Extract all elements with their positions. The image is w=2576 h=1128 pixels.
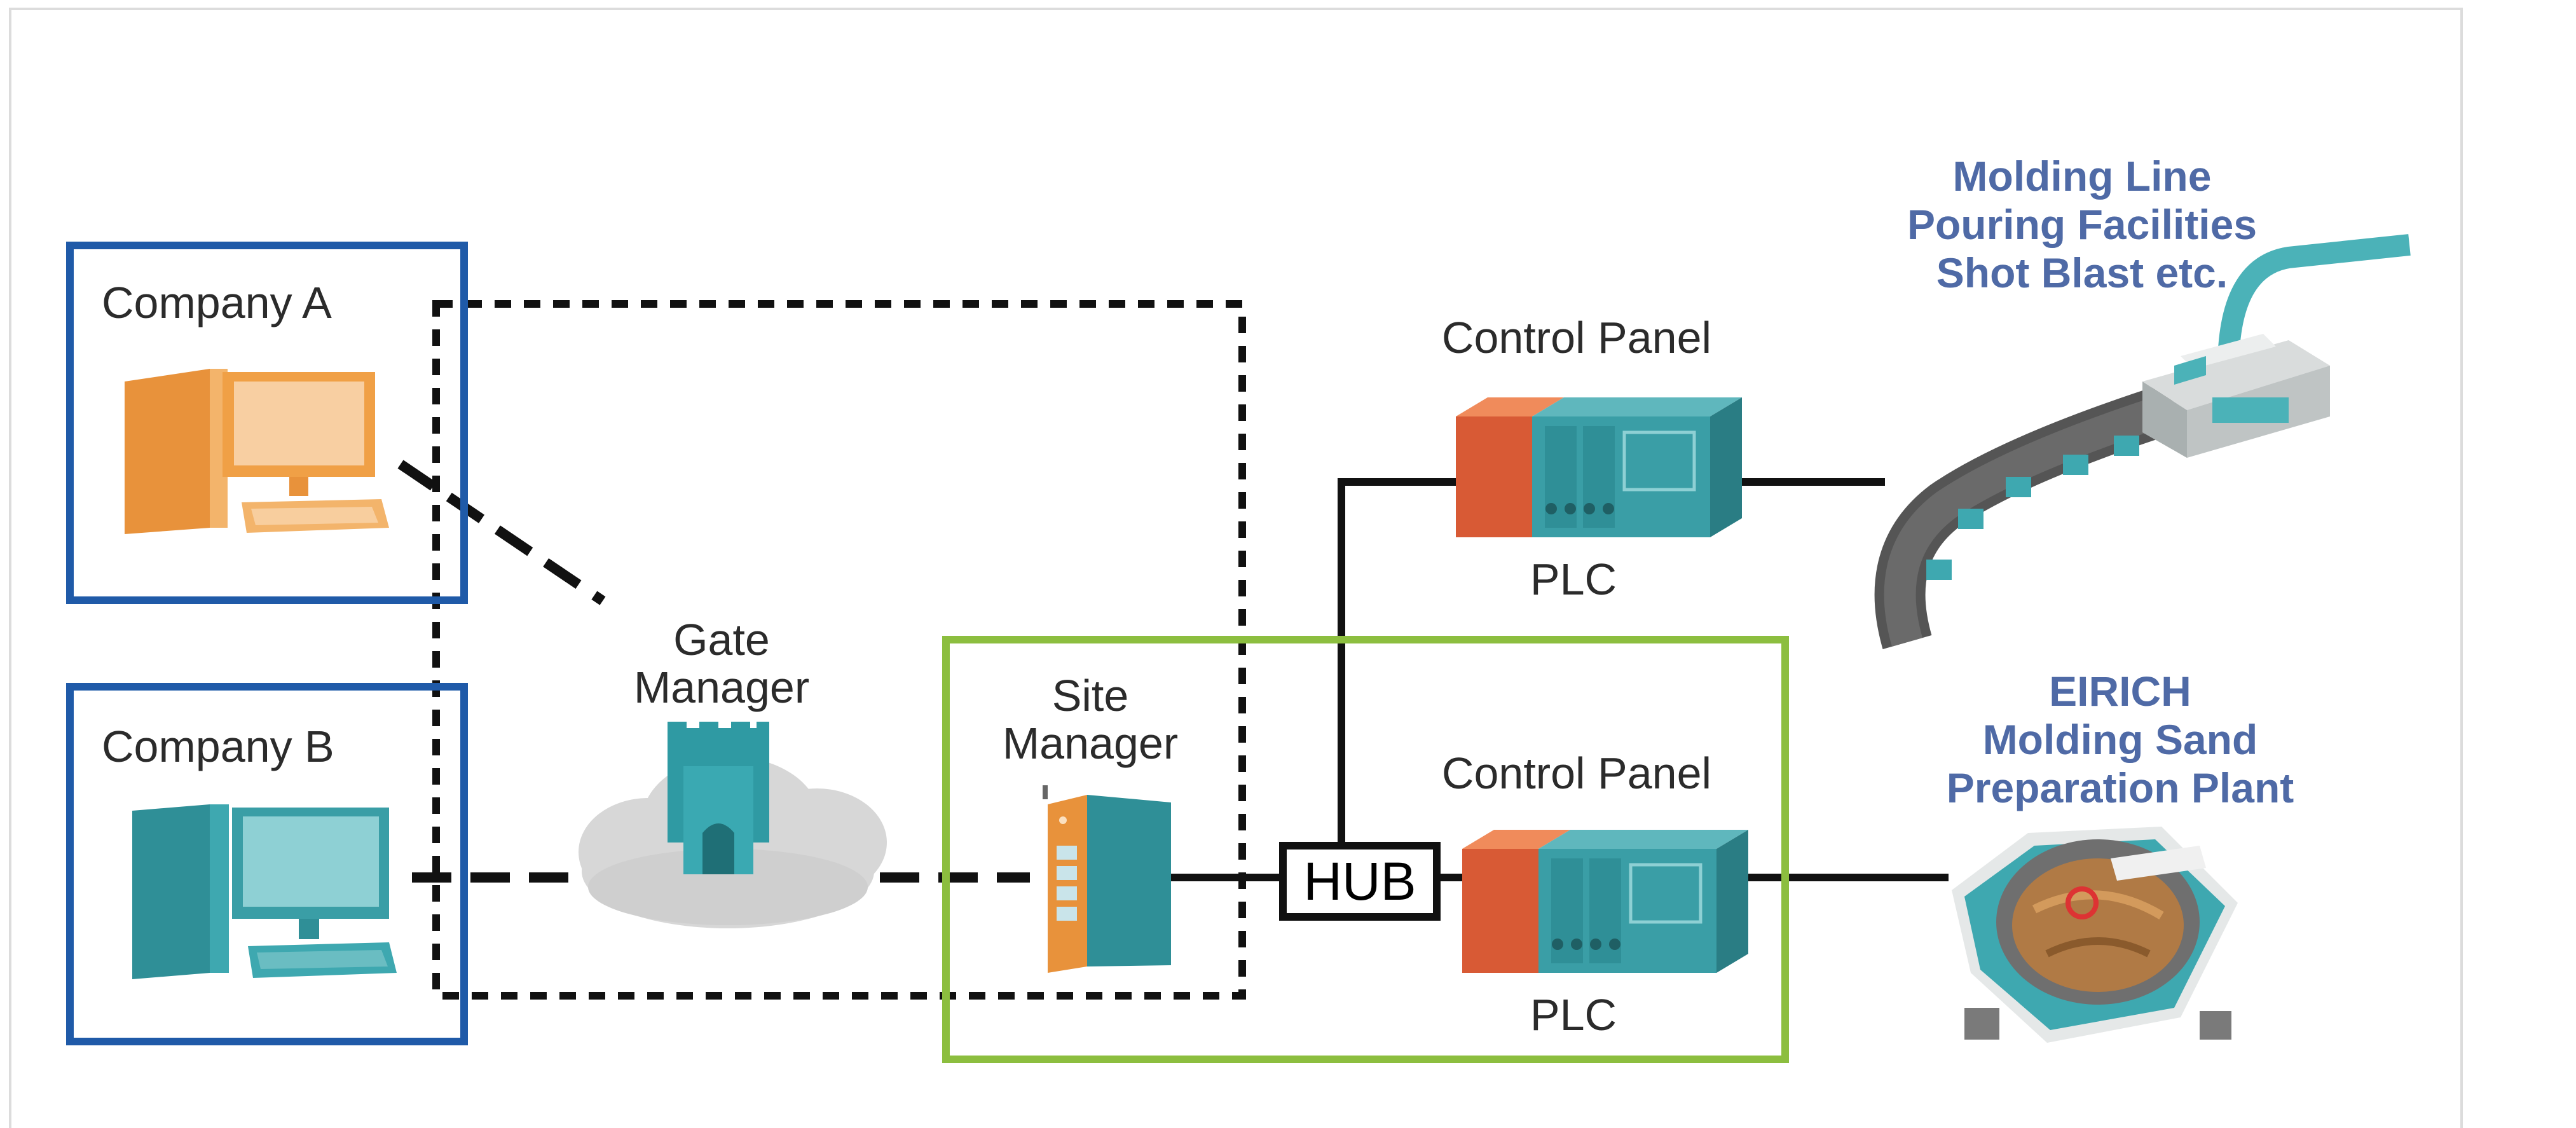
lower-plc-icon [1462,830,1748,973]
gate-manager-label-line1: Gate [673,615,770,664]
molding-line: Molding Line Pouring Facilities Shot Bla… [1874,153,2411,649]
gate-manager: Gate Manager [579,615,887,928]
company-b-computer-icon [132,804,397,979]
gate-manager-label-line2: Manager [634,663,809,712]
lower-plc-label: PLC [1530,990,1617,1040]
company-b-border [66,683,468,1045]
molding-line-label-line1: Molding Line [1953,153,2212,200]
hub-label: HUB [1303,851,1416,911]
hub-box [1279,842,1441,921]
company-a-label: Company A [102,278,332,327]
molding-line-label-line2: Pouring Facilities [1907,201,2257,248]
sand-mixer-icon [1952,827,2238,1043]
molding-line-icon [1874,234,2411,649]
outer-frame [9,8,2463,1128]
remote-access-boundary [432,300,1246,1000]
link-hub-to-upper-plc [1338,478,1456,846]
site-manager-label-line2: Manager [1003,719,1178,768]
company-a-border [66,242,468,604]
lower-control-panel-title: Control Panel [1442,748,1711,798]
upper-control-panel-title: Control Panel [1442,313,1711,362]
upper-plc-icon [1456,397,1742,537]
upper-control-panel: Control Panel PLC [1442,313,1742,604]
site-manager: Site Manager [1003,671,1178,973]
company-b-label: Company B [102,722,334,771]
company-a-box: Company A [66,242,468,604]
router-icon [1043,785,1171,973]
lower-control-panel: Control Panel PLC [1442,748,1748,1040]
company-a-computer-icon [125,369,389,534]
company-b-box: Company B [66,683,468,1045]
eirich-label-line3: Preparation Plant [1947,764,2294,811]
molding-line-label-line3: Shot Blast etc. [1936,249,2228,296]
eirich-label-line2: Molding Sand [1983,716,2258,763]
site-network-boundary [942,636,1789,1063]
castle-icon [668,722,769,874]
vpn-link-company-a [397,460,606,605]
hub: HUB [1279,842,1441,921]
site-manager-label-line1: Site [1052,671,1129,720]
eirich-label-line1: EIRICH [2049,668,2191,715]
upper-plc-label: PLC [1530,554,1617,604]
eirich-plant: EIRICH Molding Sand Preparation Plant [1947,668,2294,1043]
